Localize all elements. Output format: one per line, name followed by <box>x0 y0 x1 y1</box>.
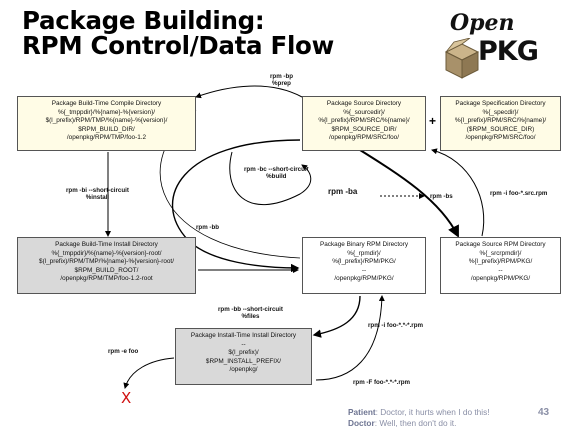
install-time-dir-box: Package Install-Time Install Directory -… <box>175 328 312 385</box>
arrow-e-foo <box>123 357 175 389</box>
openpkg-logo: Open PKG <box>444 10 558 90</box>
spec-dir-box: Package Specification Directory %{_specd… <box>440 96 561 151</box>
title-line-2: RPM Control/Data Flow <box>22 31 334 60</box>
logo-word-pkg: PKG <box>478 36 539 67</box>
logo-word-open: Open <box>450 10 515 36</box>
label-rpm-bb: rpm -bb <box>196 224 220 231</box>
page-number: 43 <box>538 407 550 418</box>
label-rpm-bp: rpm -bp %prep <box>270 73 294 88</box>
slide-title: Package Building: RPM Control/Data Flow <box>22 8 334 58</box>
plus-sign: + <box>429 114 437 128</box>
patient-label: Patient <box>348 407 376 417</box>
arrow-bp <box>195 85 303 99</box>
label-rpm-F: rpm -F foo-*.*-*.rpm <box>353 379 411 386</box>
title-line-1: Package Building: <box>22 6 265 35</box>
arrow-ba <box>359 149 459 238</box>
footer-quote: Patient: Doctor, it hurts when I do this… <box>348 407 490 428</box>
arrow-bc <box>229 151 312 206</box>
label-rpm-i-rpm: rpm -i foo-*.*-*.rpm <box>368 322 423 329</box>
label-rpm-i-src: rpm -i foo-*.src.rpm <box>490 190 548 197</box>
patient-text: : Doctor, it hurts when I do this! <box>375 407 490 417</box>
doctor-text: : Well, then don't do it. <box>374 417 457 428</box>
package-box-icon <box>444 38 480 79</box>
build-install-dir-box: Package Build-Time Install Directory %{_… <box>17 237 196 294</box>
label-rpm-bb-sc: rpm -bb --short-circuit %files <box>218 306 283 321</box>
arrow-Ffoo <box>315 295 385 381</box>
build-compile-dir-box: Package Build-Time Compile Directory %{_… <box>17 96 196 151</box>
label-rpm-ba: rpm -ba <box>328 187 358 196</box>
source-dir-box: Package Source Directory %{_sourcedir}/ … <box>302 96 426 151</box>
arrow-bb <box>171 139 301 273</box>
arrow-ifoo-src <box>431 148 485 237</box>
erase-x-icon: X <box>121 389 132 407</box>
binary-rpm-dir-box: Package Binary RPM Directory %{_rpmdir}/… <box>302 237 426 294</box>
label-rpm-bi: rpm -bi --short-circuit %install <box>66 187 129 202</box>
label-rpm-e: rpm -e foo <box>108 348 139 355</box>
doctor-label: Doctor <box>348 417 375 428</box>
arrow-ifoo-rpm <box>312 295 361 338</box>
label-rpm-bc: rpm -bc --short-circuit %build <box>244 166 309 181</box>
label-rpm-bs: rpm -bs <box>430 193 453 200</box>
source-rpm-dir-box: Package Source RPM Directory %{_srcrpmdi… <box>440 237 561 294</box>
